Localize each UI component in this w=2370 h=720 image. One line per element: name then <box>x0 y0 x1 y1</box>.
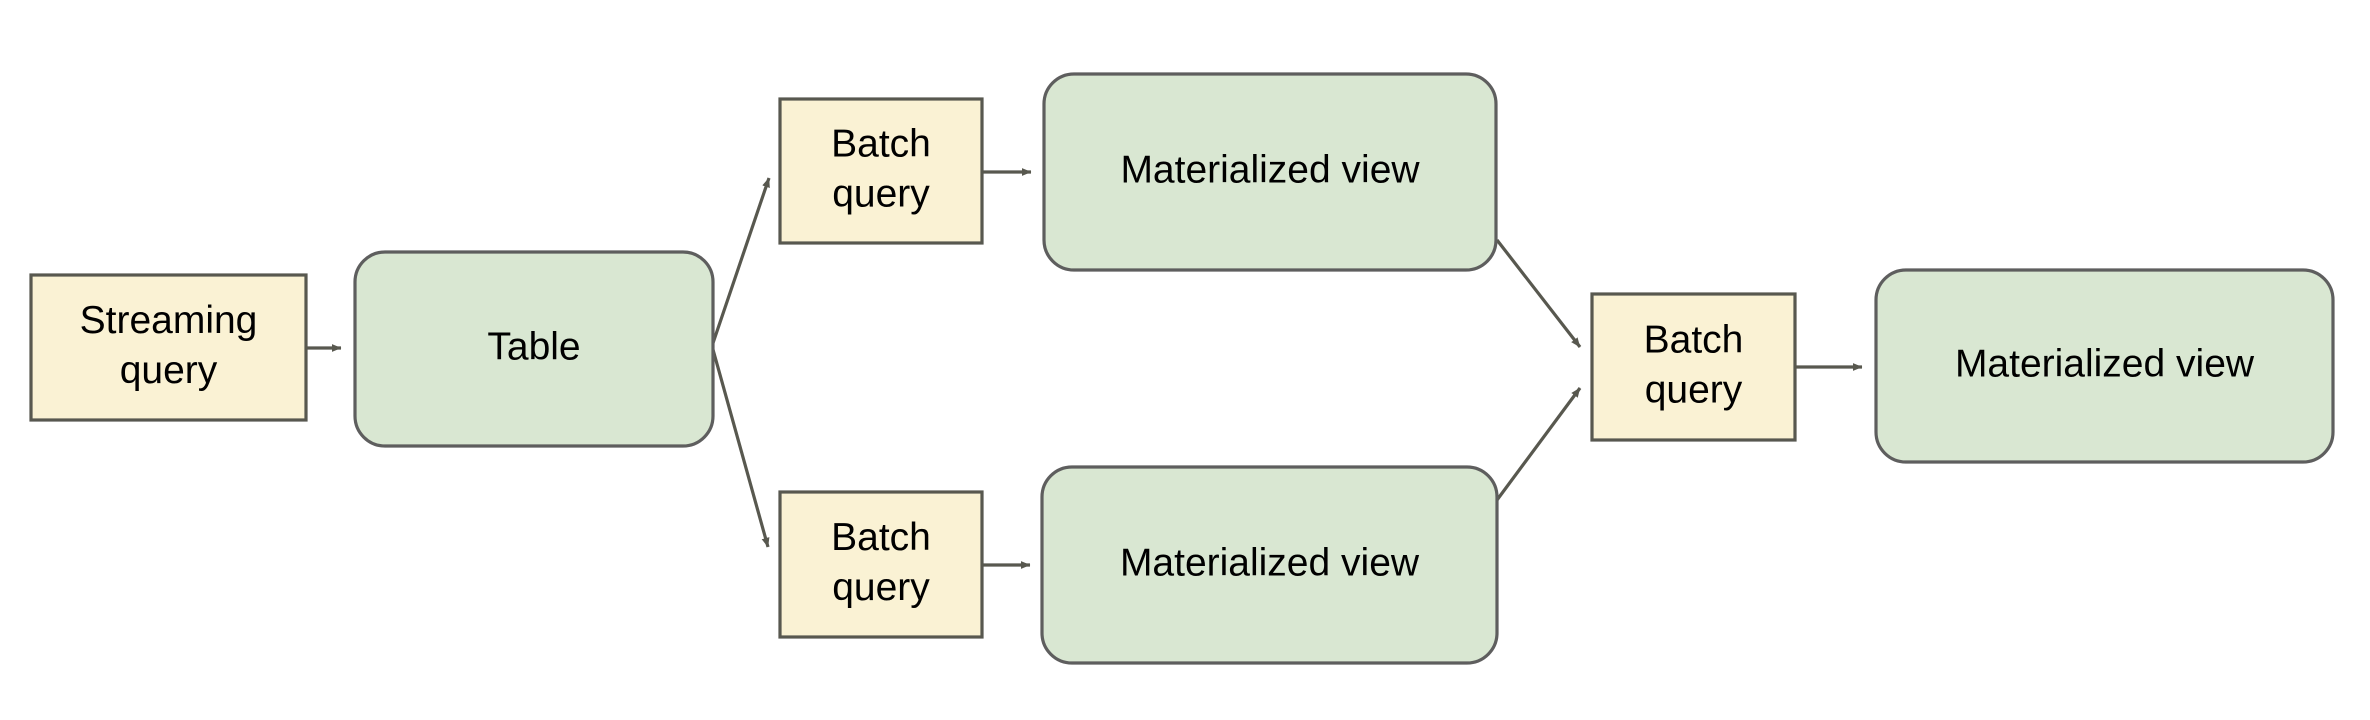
streaming-query-shape <box>29 273 308 422</box>
streaming-query-label: query <box>120 349 218 392</box>
edge-view-top-to-batch-right <box>1495 239 1582 348</box>
batch-query-right-label: query <box>1645 368 1743 411</box>
node-streaming-query[interactable]: Streaming query <box>29 273 308 422</box>
batch-query-bottom-label: Batch <box>831 516 931 559</box>
node-materialized-view-right[interactable]: Materialized view <box>1874 268 2335 464</box>
node-batch-query-top[interactable]: Batch query <box>778 97 984 245</box>
node-materialized-view-bottom[interactable]: Materialized view <box>1040 465 1499 665</box>
edge-table-to-batch-top <box>710 177 771 347</box>
batch-query-right-shape <box>1590 292 1797 442</box>
materialized-view-right-label: Materialized view <box>1955 342 2255 385</box>
batch-query-bottom-label: query <box>832 566 930 609</box>
node-materialized-view-top[interactable]: Materialized view <box>1042 72 1498 272</box>
batch-query-top-shape <box>778 97 984 245</box>
batch-query-bottom-shape <box>778 490 984 639</box>
materialized-view-bottom-shape <box>1040 465 1499 665</box>
batch-query-right-label: Batch <box>1644 318 1744 361</box>
node-batch-query-bottom[interactable]: Batch query <box>778 490 984 639</box>
node-table[interactable]: Table <box>353 250 715 448</box>
materialized-view-right-shape <box>1874 268 2335 464</box>
edge-view-bottom-to-batch-right <box>1495 387 1582 501</box>
materialized-view-top-shape <box>1042 72 1498 272</box>
table-shape <box>353 250 715 448</box>
nodes-layer: StreamingqueryTableBatchqueryMaterialize… <box>29 72 2335 665</box>
node-batch-query-right[interactable]: Batch query <box>1590 292 1797 442</box>
batch-query-top-label: Batch <box>831 122 931 165</box>
edges-layer <box>307 168 1863 569</box>
streaming-query-label: Streaming <box>80 299 258 342</box>
materialized-view-bottom-label: Materialized view <box>1120 541 1420 584</box>
table-label: Table <box>487 325 580 368</box>
materialized-view-top-label: Materialized view <box>1120 148 1420 191</box>
edge-table-to-batch-bottom <box>710 345 770 548</box>
batch-query-top-label: query <box>832 172 930 215</box>
